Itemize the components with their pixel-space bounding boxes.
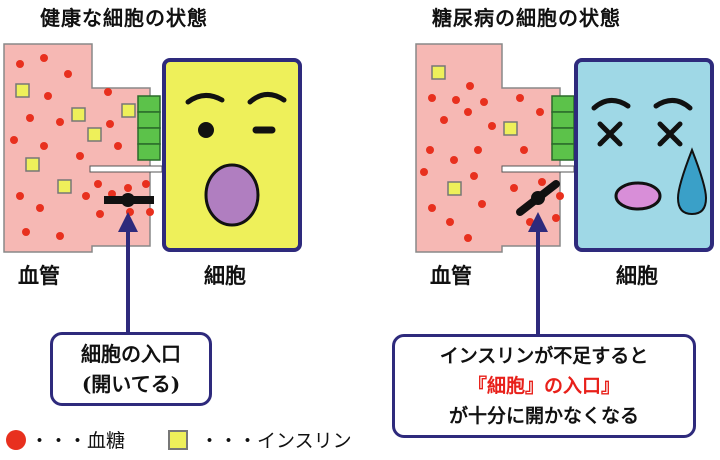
healthy-cell-label: 細胞 [204, 264, 246, 288]
healthy-vessel-label: 血管 [18, 264, 60, 288]
diabetic-receptors [551, 95, 575, 161]
diabetic-title: 糖尿病の細胞の状態 [432, 6, 621, 30]
healthy-membrane [89, 165, 163, 173]
diabetic-gate-closed [516, 180, 560, 216]
diabetic-blood-sugar-dots [420, 82, 564, 242]
diabetic-membrane [501, 165, 575, 173]
diabetic-cell-label: 細胞 [616, 264, 658, 288]
healthy-arrow [118, 212, 138, 336]
diabetic-callout-line-3: が十分に開かなくなる [448, 405, 639, 427]
healthy-cell [162, 58, 302, 252]
legend-blood-sugar-marker [6, 430, 26, 450]
diabetic-insulin-squares [431, 65, 518, 196]
healthy-callout-line-1: 細胞の入口 [81, 342, 181, 366]
diabetic-vessel-label: 血管 [430, 264, 472, 288]
diabetic-blood-vessel [415, 43, 561, 253]
legend-insulin-label: ・・・インスリン [200, 430, 352, 452]
healthy-blood-sugar-dots [10, 54, 154, 240]
diabetic-panel [415, 43, 714, 336]
diabetic-arrow [528, 212, 548, 336]
legend-blood-sugar-label: ・・・血糖 [30, 430, 126, 452]
legend-insulin-marker [168, 430, 188, 450]
healthy-title: 健康な細胞の状態 [40, 6, 208, 30]
sweat-drop-icon [676, 147, 708, 216]
diabetic-callout: インスリンが不足すると 『細胞』の入口』 が十分に開かなくなる [392, 334, 696, 438]
diabetic-callout-line-2: 『細胞』の入口』 [467, 375, 620, 397]
diabetic-callout-line-1: インスリンが不足すると [439, 345, 649, 367]
healthy-panel [3, 43, 302, 336]
healthy-callout: 細胞の入口 (開いてる) [50, 332, 212, 406]
healthy-receptors [137, 95, 161, 161]
diabetic-cell [574, 58, 714, 252]
healthy-insulin-squares [15, 83, 136, 194]
healthy-callout-line-2: (開いてる) [81, 372, 181, 396]
healthy-gate-open [104, 193, 154, 207]
